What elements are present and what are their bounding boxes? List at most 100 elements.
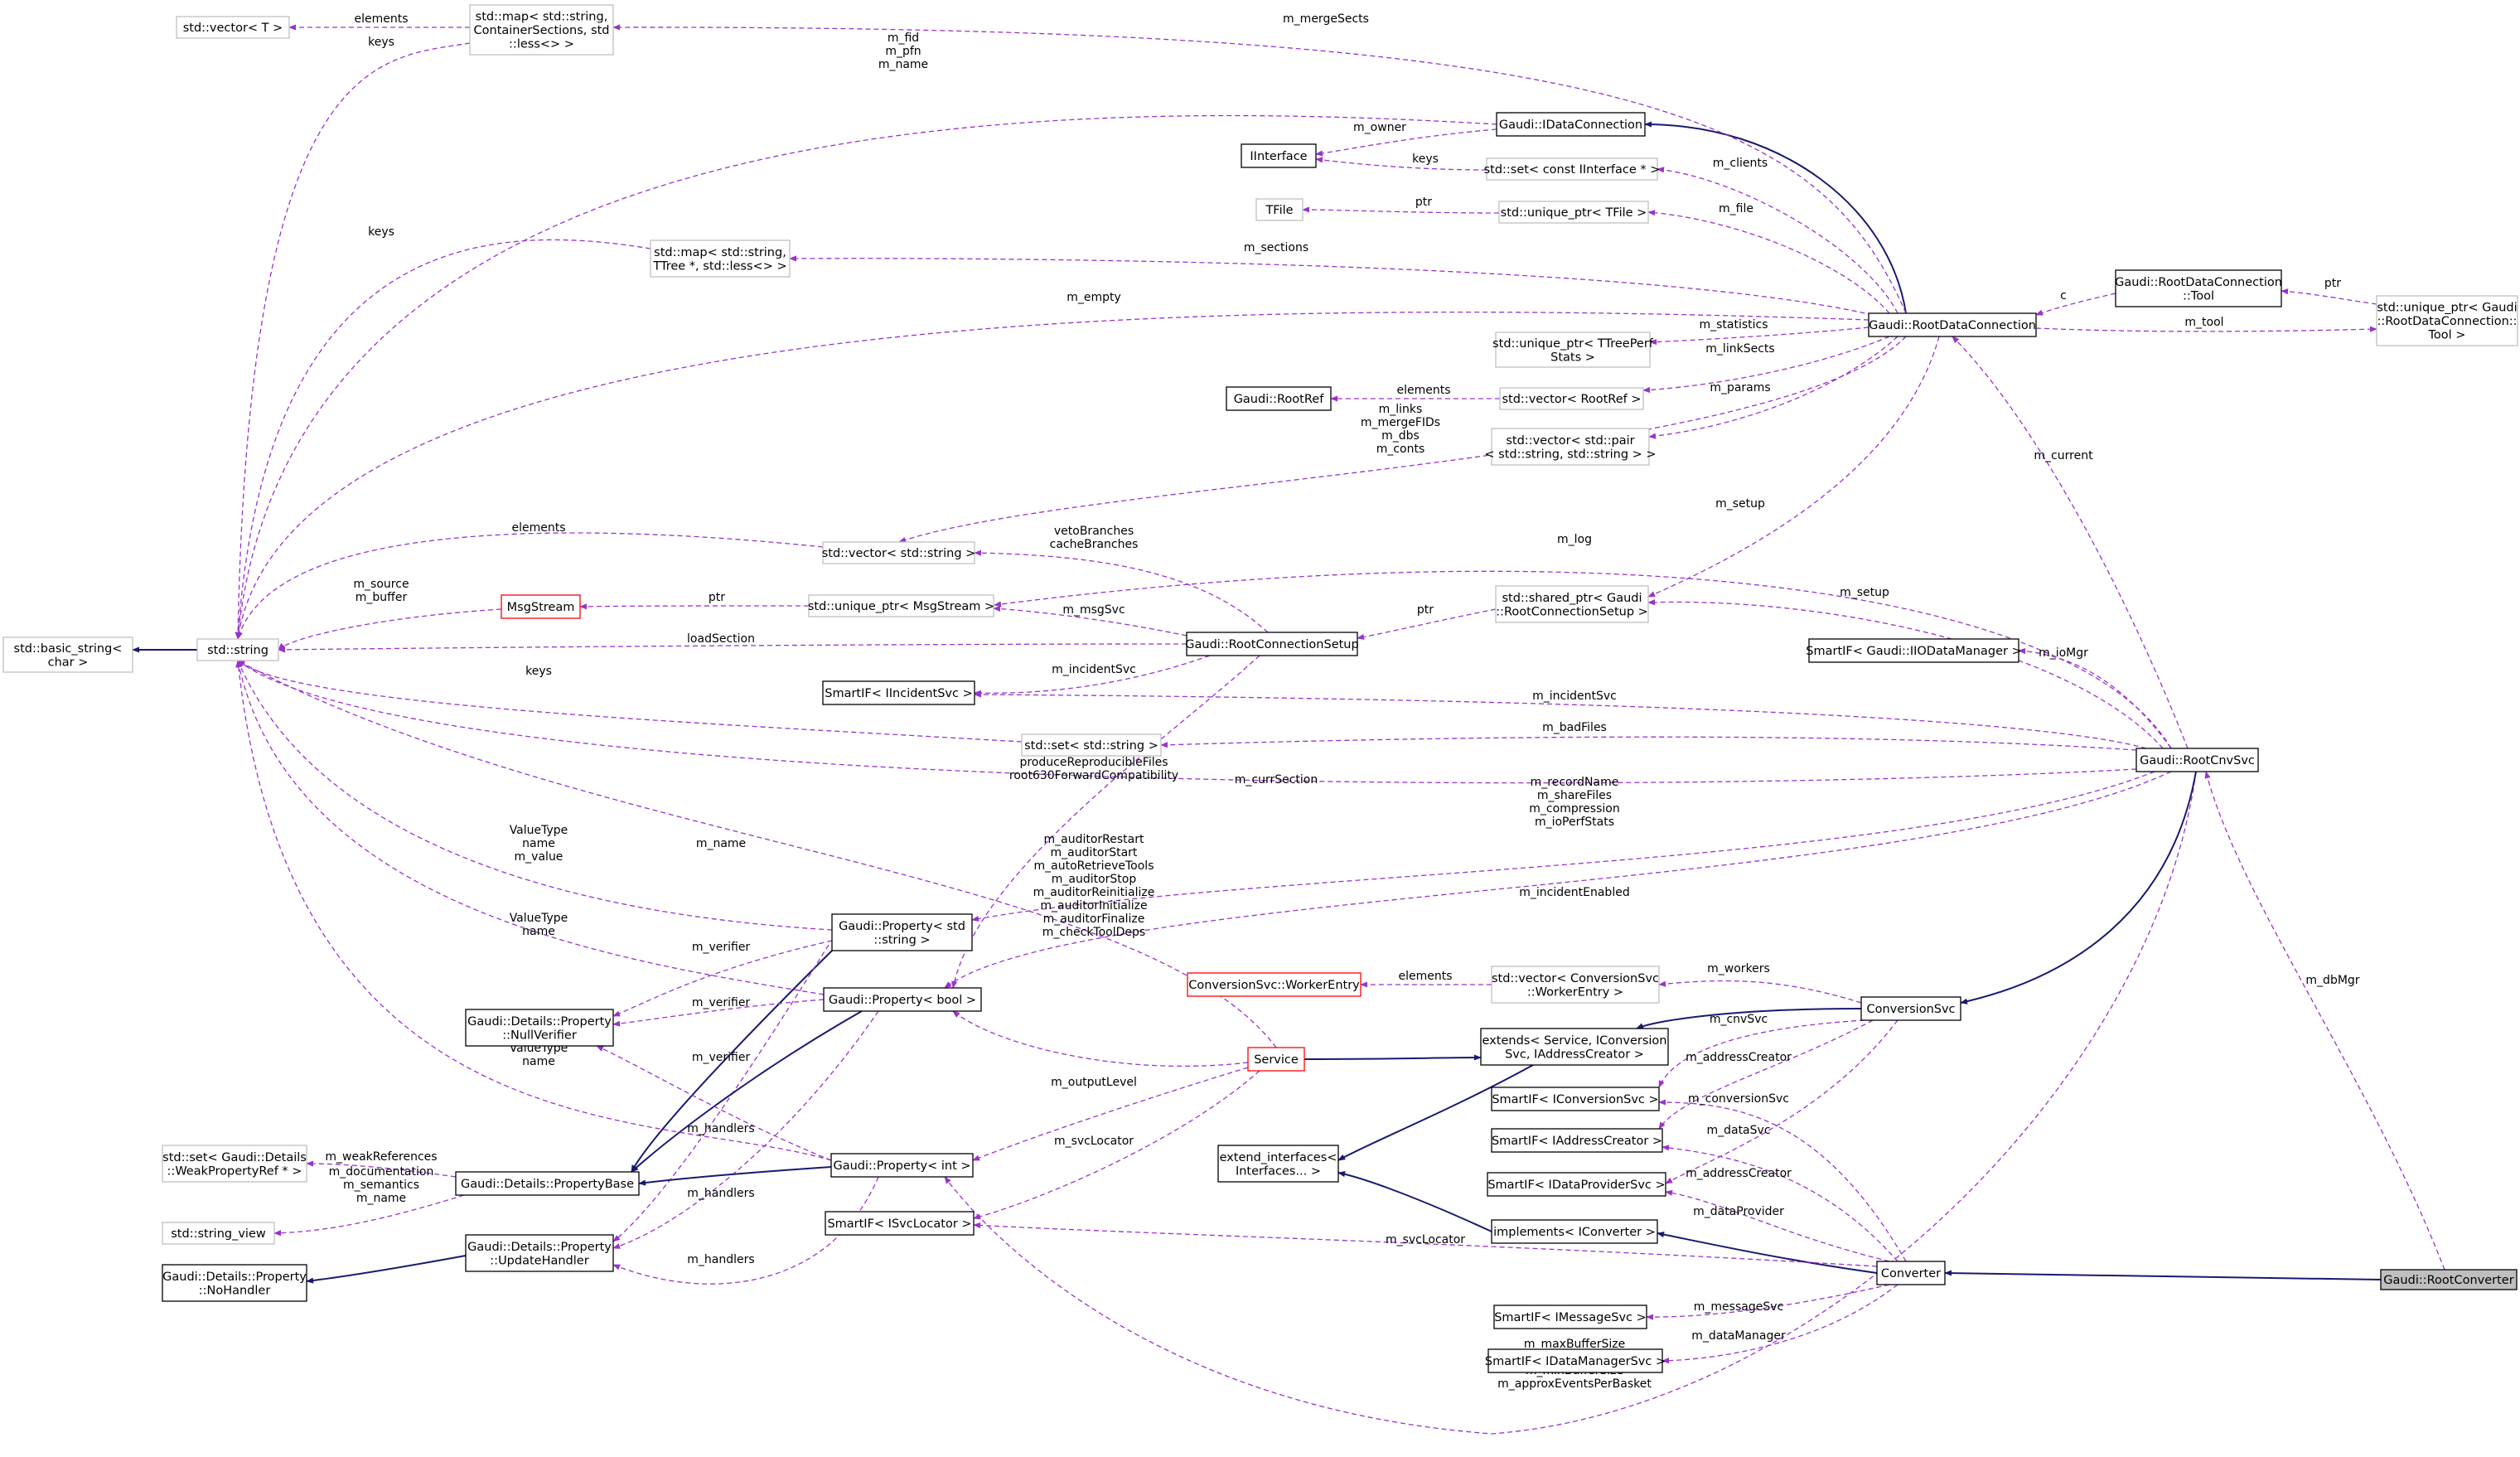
class-node-set_iinterface[interactable]: std::set< const IInterface * > — [1484, 157, 1661, 181]
class-name-line: MsgStream — [507, 601, 575, 614]
edge-label-map_containers-to-std_string: keys — [368, 36, 394, 49]
class-node-Property_string[interactable]: Gaudi::Property< std::string > — [831, 913, 973, 951]
class-node-uptr_tfile[interactable]: std::unique_ptr< TFile > — [1498, 201, 1649, 224]
usage-edge-RootConverter-to-RootCnvSvc — [2204, 771, 2445, 1271]
edge-label-RootCnvSvc-to-SmartIF_IIncidentSvc: m_incidentSvc — [1532, 690, 1617, 703]
class-name-line: Gaudi::RootCnvSvc — [2140, 754, 2255, 767]
class-node-SmartIF_IDataManagerSvc[interactable]: SmartIF< IDataManagerSvc > — [1485, 1348, 1666, 1373]
edge-label-PropertyBase-to-set_weakref: m_weakReferences — [325, 1150, 437, 1164]
class-node-RDC_Tool[interactable]: Gaudi::RootDataConnection::Tool — [2115, 269, 2282, 307]
class-node-WorkerEntry[interactable]: ConversionSvc::WorkerEntry — [1187, 972, 1362, 997]
edge-label-Converter-to-SmartIF_IConversionSvc: m_conversionSvc — [1688, 1092, 1789, 1106]
class-box — [465, 1009, 614, 1047]
class-node-SmartIF_IIncidentSvc[interactable]: SmartIF< IIncidentSvc > — [822, 680, 975, 705]
class-name: std::vector< ConversionSvc::WorkerEntry … — [1492, 972, 1659, 1000]
class-node-TFile[interactable]: TFile — [1255, 198, 1304, 221]
class-node-std_string[interactable]: std::string — [196, 638, 279, 661]
edge-label-line: ptr — [1415, 196, 1432, 209]
edge-label-line: m_handlers — [687, 1187, 754, 1200]
class-node-map_containers[interactable]: std::map< std::string,ContainerSections,… — [469, 4, 614, 56]
class-node-uptr_msgstream[interactable]: std::unique_ptr< MsgStream > — [808, 594, 994, 617]
class-name: SmartIF< IAddressCreator > — [1492, 1135, 1662, 1148]
edge-label-line: m_maxBufferSize — [1524, 1338, 1625, 1351]
class-name-line: ::NullVerifier — [502, 1029, 577, 1042]
class-node-IDataConnection[interactable]: Gaudi::IDataConnection — [1496, 112, 1646, 137]
class-node-set_string[interactable]: std::set< std::string > — [1021, 733, 1162, 757]
class-node-map_ttree[interactable]: std::map< std::string,TTree *, std::less… — [650, 240, 791, 278]
class-node-set_weakref[interactable]: std::set< Gaudi::Details::WeakPropertyRe… — [162, 1145, 307, 1183]
edge-label-line: m_conversionSvc — [1688, 1092, 1789, 1106]
class-node-NoHandler[interactable]: Gaudi::Details::Property::NoHandler — [162, 1264, 307, 1302]
edge-label-line: m_badFiles — [1542, 721, 1607, 734]
class-node-vector_T[interactable]: std::vector< T > — [176, 16, 290, 39]
class-node-uptr_tool[interactable]: std::unique_ptr< Gaudi::RootDataConnecti… — [2376, 295, 2518, 346]
class-node-PropertyBase[interactable]: Gaudi::Details::PropertyBase — [455, 1171, 640, 1196]
class-name: extend_interfaces<Interfaces... > — [1220, 1151, 1337, 1179]
usage-edge-RootDataConnection-to-uptr_tool — [2035, 326, 2377, 332]
class-node-SmartIF_ISvcLocator[interactable]: SmartIF< ISvcLocator > — [825, 1211, 975, 1236]
class-name: std::unique_ptr< MsgStream > — [808, 600, 994, 613]
inheritance-edge-Service-to-extends — [1304, 1054, 1482, 1061]
class-name-line: ::RootDataConnection:: — [2377, 315, 2517, 328]
class-node-basic_string[interactable]: std::basic_string<char > — [2, 637, 133, 673]
edge-label-ConversionSvc-to-vector_worker: m_workers — [1707, 962, 1770, 975]
class-node-ConversionSvc[interactable]: ConversionSvc — [1860, 996, 1961, 1021]
class-name: Gaudi::RootConnectionSetup — [1185, 638, 1358, 651]
class-node-RootConnectionSetup[interactable]: Gaudi::RootConnectionSetup — [1185, 632, 1359, 656]
usage-edge-RootCnvSvc-to-Property_int — [944, 771, 2197, 1435]
class-node-vector_pair[interactable]: std::vector< std::pair< std::string, std… — [1484, 428, 1657, 466]
class-node-SmartIF_IAddressCreator[interactable]: SmartIF< IAddressCreator > — [1491, 1128, 1663, 1153]
edge-label-line: m_msgSvc — [1062, 603, 1125, 617]
inheritance-edge-RootConverter-to-Converter — [1944, 1270, 2382, 1280]
class-node-sptr_setup[interactable]: std::shared_ptr< Gaudi::RootConnectionSe… — [1495, 585, 1649, 623]
class-node-Property_int[interactable]: Gaudi::Property< int > — [830, 1153, 974, 1178]
class-node-RootDataConnection[interactable]: Gaudi::RootDataConnection — [1868, 312, 2037, 337]
class-node-IInterface[interactable]: IInterface — [1241, 143, 1317, 168]
usage-edge-RootCnvSvc-to-sptr_setup — [1647, 599, 2164, 749]
class-name-line: < std::string, std::string > > — [1484, 448, 1656, 461]
class-node-MsgStream[interactable]: MsgStream — [501, 594, 581, 619]
class-node-extend_interfaces[interactable]: extend_interfaces<Interfaces... > — [1217, 1145, 1339, 1183]
edge-label-line: m_compression — [1529, 802, 1619, 816]
edge-label-line: m_addressCreator — [1686, 1167, 1792, 1180]
class-node-RootConverter[interactable]: Gaudi::RootConverter — [2380, 1269, 2518, 1290]
class-name: Gaudi::RootDataConnection::Tool — [2115, 276, 2282, 303]
class-name: Gaudi::Details::Property::NullVerifier — [467, 1015, 612, 1043]
edge-label-ConversionSvc-to-SmartIF_IDataProviderSvc: m_dataSvc — [1706, 1124, 1770, 1137]
class-node-Converter[interactable]: Converter — [1876, 1261, 1946, 1285]
class-node-SmartIF_IDataProviderSvc[interactable]: SmartIF< IDataProviderSvc > — [1487, 1172, 1666, 1197]
usage-edge-ConversionSvc-to-SmartIF_IDataProviderSvc — [1665, 1019, 1898, 1184]
class-node-SmartIF_IMessageSvc[interactable]: SmartIF< IMessageSvc > — [1493, 1305, 1647, 1329]
class-node-vector_string[interactable]: std::vector< std::string > — [822, 541, 976, 564]
class-node-UpdateHandler[interactable]: Gaudi::Details::Property::UpdateHandler — [465, 1234, 614, 1272]
edge-label-set_iinterface-to-IInterface: keys — [1412, 152, 1439, 166]
class-name: Gaudi::Details::Property::NoHandler — [162, 1271, 307, 1298]
edge-label-RootCnvSvc-to-Property_bool: m_incidentEnabled — [1519, 886, 1629, 899]
class-node-NullVerifier[interactable]: Gaudi::Details::Property::NullVerifier — [465, 1009, 614, 1047]
class-node-vector_worker[interactable]: std::vector< ConversionSvc::WorkerEntry … — [1491, 966, 1660, 1004]
edge-label-line: m_empty — [1067, 291, 1121, 304]
class-node-RootCnvSvc[interactable]: Gaudi::RootCnvSvc — [2135, 748, 2259, 772]
class-node-Service[interactable]: Service — [1247, 1047, 1305, 1072]
edge-label-line: m_log — [1557, 533, 1592, 546]
class-name-line: ::Tool — [2183, 289, 2214, 303]
class-name-line: std::unique_ptr< TTreePerf — [1492, 337, 1654, 351]
class-node-Property_bool[interactable]: Gaudi::Property< bool > — [823, 987, 982, 1012]
class-node-SmartIF_IConversionSvc[interactable]: SmartIF< IConversionSvc > — [1491, 1087, 1660, 1111]
class-name-line: Gaudi::Property< int > — [833, 1159, 970, 1173]
class-node-RootRef[interactable]: Gaudi::RootRef — [1226, 386, 1332, 411]
usage-edge-RootDataConnection-to-map_containers — [612, 24, 1907, 314]
class-name-line: std::map< std::string, — [476, 11, 608, 24]
class-name-line: Gaudi::RootDataConnection — [1869, 319, 2036, 332]
class-node-implements[interactable]: implements< IConverter > — [1491, 1219, 1658, 1244]
class-node-string_view[interactable]: std::string_view — [162, 1222, 275, 1245]
class-node-SmartIF_IIODataManager[interactable]: SmartIF< Gaudi::IIODataManager > — [1806, 638, 2022, 663]
usage-edge-Property_bool-to-NullVerifier — [612, 999, 825, 1027]
edge-label-line: keys — [368, 225, 394, 239]
class-box — [1493, 1305, 1647, 1329]
class-node-vector_rootref[interactable]: std::vector< RootRef > — [1499, 387, 1644, 410]
usage-edge-Converter-to-SmartIF_IConversionSvc — [1658, 1099, 1907, 1262]
